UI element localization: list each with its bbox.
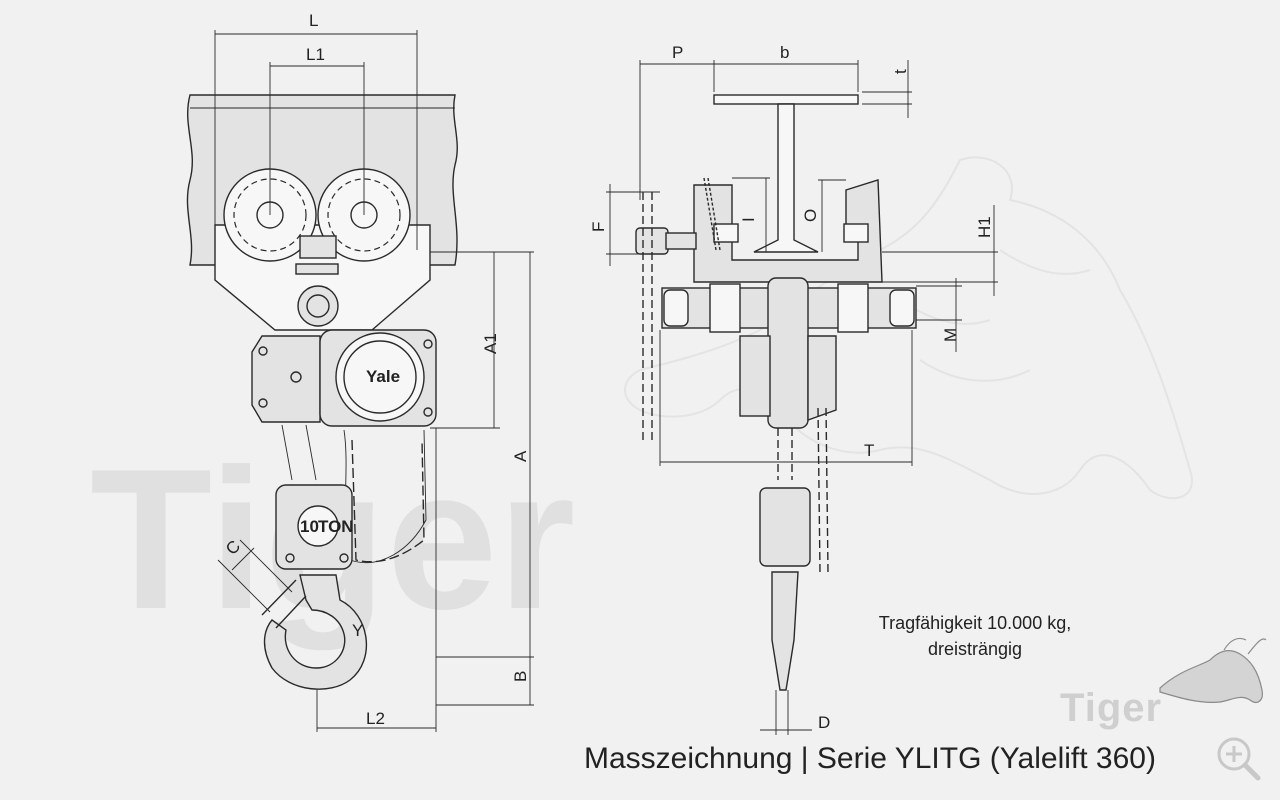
dim-F-label: F <box>589 222 608 232</box>
dim-L1-label: L1 <box>306 45 325 64</box>
rating-unit-label: TON <box>318 517 354 536</box>
capacity-line-1: Tragfähigkeit 10.000 kg, <box>878 613 1072 633</box>
dim-b-label: b <box>780 43 789 62</box>
capacity-line-2: dreisträngig <box>927 639 1023 659</box>
dim-O-label: O <box>801 209 820 222</box>
drawing-caption: Masszeichnung | Serie YLITG (Yalelift 36… <box>584 742 1156 775</box>
dim-L-label: L <box>309 11 318 30</box>
hand-chain <box>351 439 425 563</box>
dim-M-label: M <box>941 328 960 342</box>
dim-P-label: P <box>672 43 683 62</box>
tiger-logo-icon <box>1159 637 1267 703</box>
front-view: Yale 10 TON Y L L1 A1 A B L2 C <box>186 11 534 732</box>
hook-mark-label: Y <box>352 621 363 640</box>
dim-I-label: I <box>739 217 758 222</box>
dim-T-label: T <box>864 441 874 460</box>
dim-A-label: A <box>511 450 530 462</box>
rating-label: 10 <box>300 517 319 536</box>
zoom-button[interactable] <box>1212 732 1266 786</box>
tiger-logo-text: Tiger <box>1060 686 1163 730</box>
dim-H1-label: H1 <box>975 216 994 238</box>
zoom-plus-icon <box>1217 737 1261 781</box>
dim-A1-label: A1 <box>481 333 500 354</box>
dim-t-label: t <box>891 69 910 74</box>
capacity-note: Tragfähigkeit 10.000 kg, dreisträngig <box>840 610 1110 662</box>
side-view: P b t F I O H1 M T D <box>589 43 998 735</box>
dim-B-label: B <box>511 671 530 682</box>
dim-D-label: D <box>818 713 830 732</box>
brand-label: Yale <box>366 367 400 386</box>
dim-L2-label: L2 <box>366 709 385 728</box>
